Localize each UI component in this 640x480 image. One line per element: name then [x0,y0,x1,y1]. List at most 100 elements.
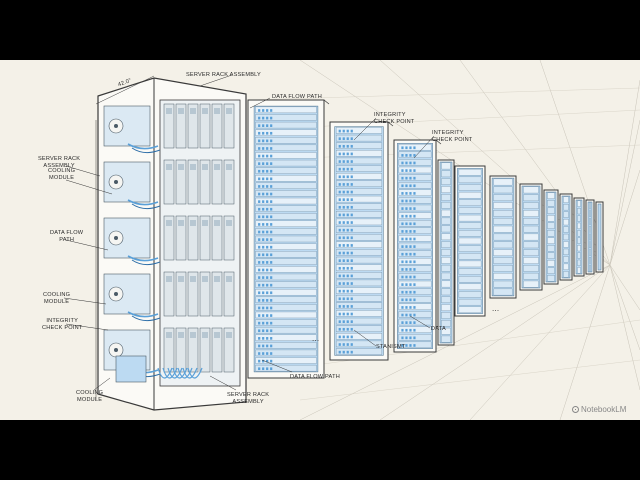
drive-led [405,252,408,256]
drive-led [405,306,408,309]
server-rack [393,139,442,353]
drive-led [413,207,416,210]
drive-led [350,205,353,209]
drive-led [338,221,341,224]
leader-line [409,315,431,329]
server-unit [335,287,383,294]
blade-vent [166,108,172,114]
server-unit [255,114,317,121]
drive-led [270,299,273,302]
drive-led [266,116,269,120]
drive-led [262,291,265,295]
drive-led [342,282,345,285]
blade-server [199,159,211,205]
server-unit [458,207,482,214]
drive-led [413,321,416,324]
cable-bundle [167,367,183,379]
drive-led [342,152,345,156]
blade-server [163,159,175,205]
drive-led [401,222,404,226]
drive-led [413,260,416,264]
drive-led [401,207,404,210]
drive-led [266,314,269,317]
grid-line [249,87,640,101]
server-unit [523,249,539,256]
cable-bundle [177,367,193,379]
leader-line [353,329,377,347]
drive-led [350,221,353,224]
drive-led [270,283,273,287]
server-unit [255,349,317,357]
annotation-leader-lines [63,74,435,391]
drive-led [413,199,416,203]
drive-led [409,260,412,264]
drive-led [258,124,261,128]
server-unit [335,310,383,317]
drive-led [338,327,341,331]
drive-led [262,207,265,211]
drive-led [258,169,261,173]
drive-led [342,198,345,202]
drive-led [405,169,408,172]
cable-bundle [162,367,178,379]
drive-led [413,237,416,241]
rack-side-edge [323,99,330,105]
drive-led [258,109,261,112]
floor-ceiling-perspective-lines [249,60,640,420]
drive-led [409,192,412,195]
server-unit [577,252,581,259]
drive-led [258,321,261,325]
drive-led [266,245,269,249]
drive-led [350,289,353,293]
server-unit [547,192,555,199]
server-unit [335,203,383,210]
drive-led [270,261,273,264]
drive-led [270,344,273,348]
server-unit [255,197,317,205]
blade-server [211,215,223,261]
drive-led [350,236,353,240]
blade-server [223,159,235,205]
drive-led [338,350,341,354]
notebooklm-logo-icon [572,406,579,413]
blade-server [223,215,235,261]
server-unit [577,208,581,215]
drive-led [405,184,408,188]
server-unit [523,241,539,249]
server-rack [543,189,559,285]
drive-led [262,200,265,203]
server-unit [441,186,451,193]
drive-led [262,283,265,287]
drive-led [270,131,273,135]
drive-led [409,328,412,332]
drive-led [346,297,349,301]
drive-led [270,314,273,317]
drive-led [346,213,349,217]
drive-led [338,152,341,156]
server-unit [493,210,513,217]
blade-server [187,327,199,373]
server-unit [563,196,569,203]
drive-led [342,320,345,323]
label-data: DATA [431,326,446,332]
drive-led [266,200,269,203]
drive-led [413,344,416,347]
drive-led [342,251,345,255]
drive-led [266,109,269,112]
drive-led [338,144,341,148]
drive-led [405,230,408,233]
server-unit [523,225,539,233]
server-unit [577,215,581,222]
label-stanism: STANISMT [376,344,406,350]
server-unit [458,199,482,206]
blade-vent [178,108,184,114]
drive-led [350,198,353,202]
drive-led [346,244,349,247]
drive-led [342,167,345,171]
drive-led [258,185,261,188]
drive-led [266,124,269,128]
blade-vent [202,276,208,282]
drive-led [413,192,416,195]
drive-led [413,245,416,248]
drive-led [346,350,349,354]
